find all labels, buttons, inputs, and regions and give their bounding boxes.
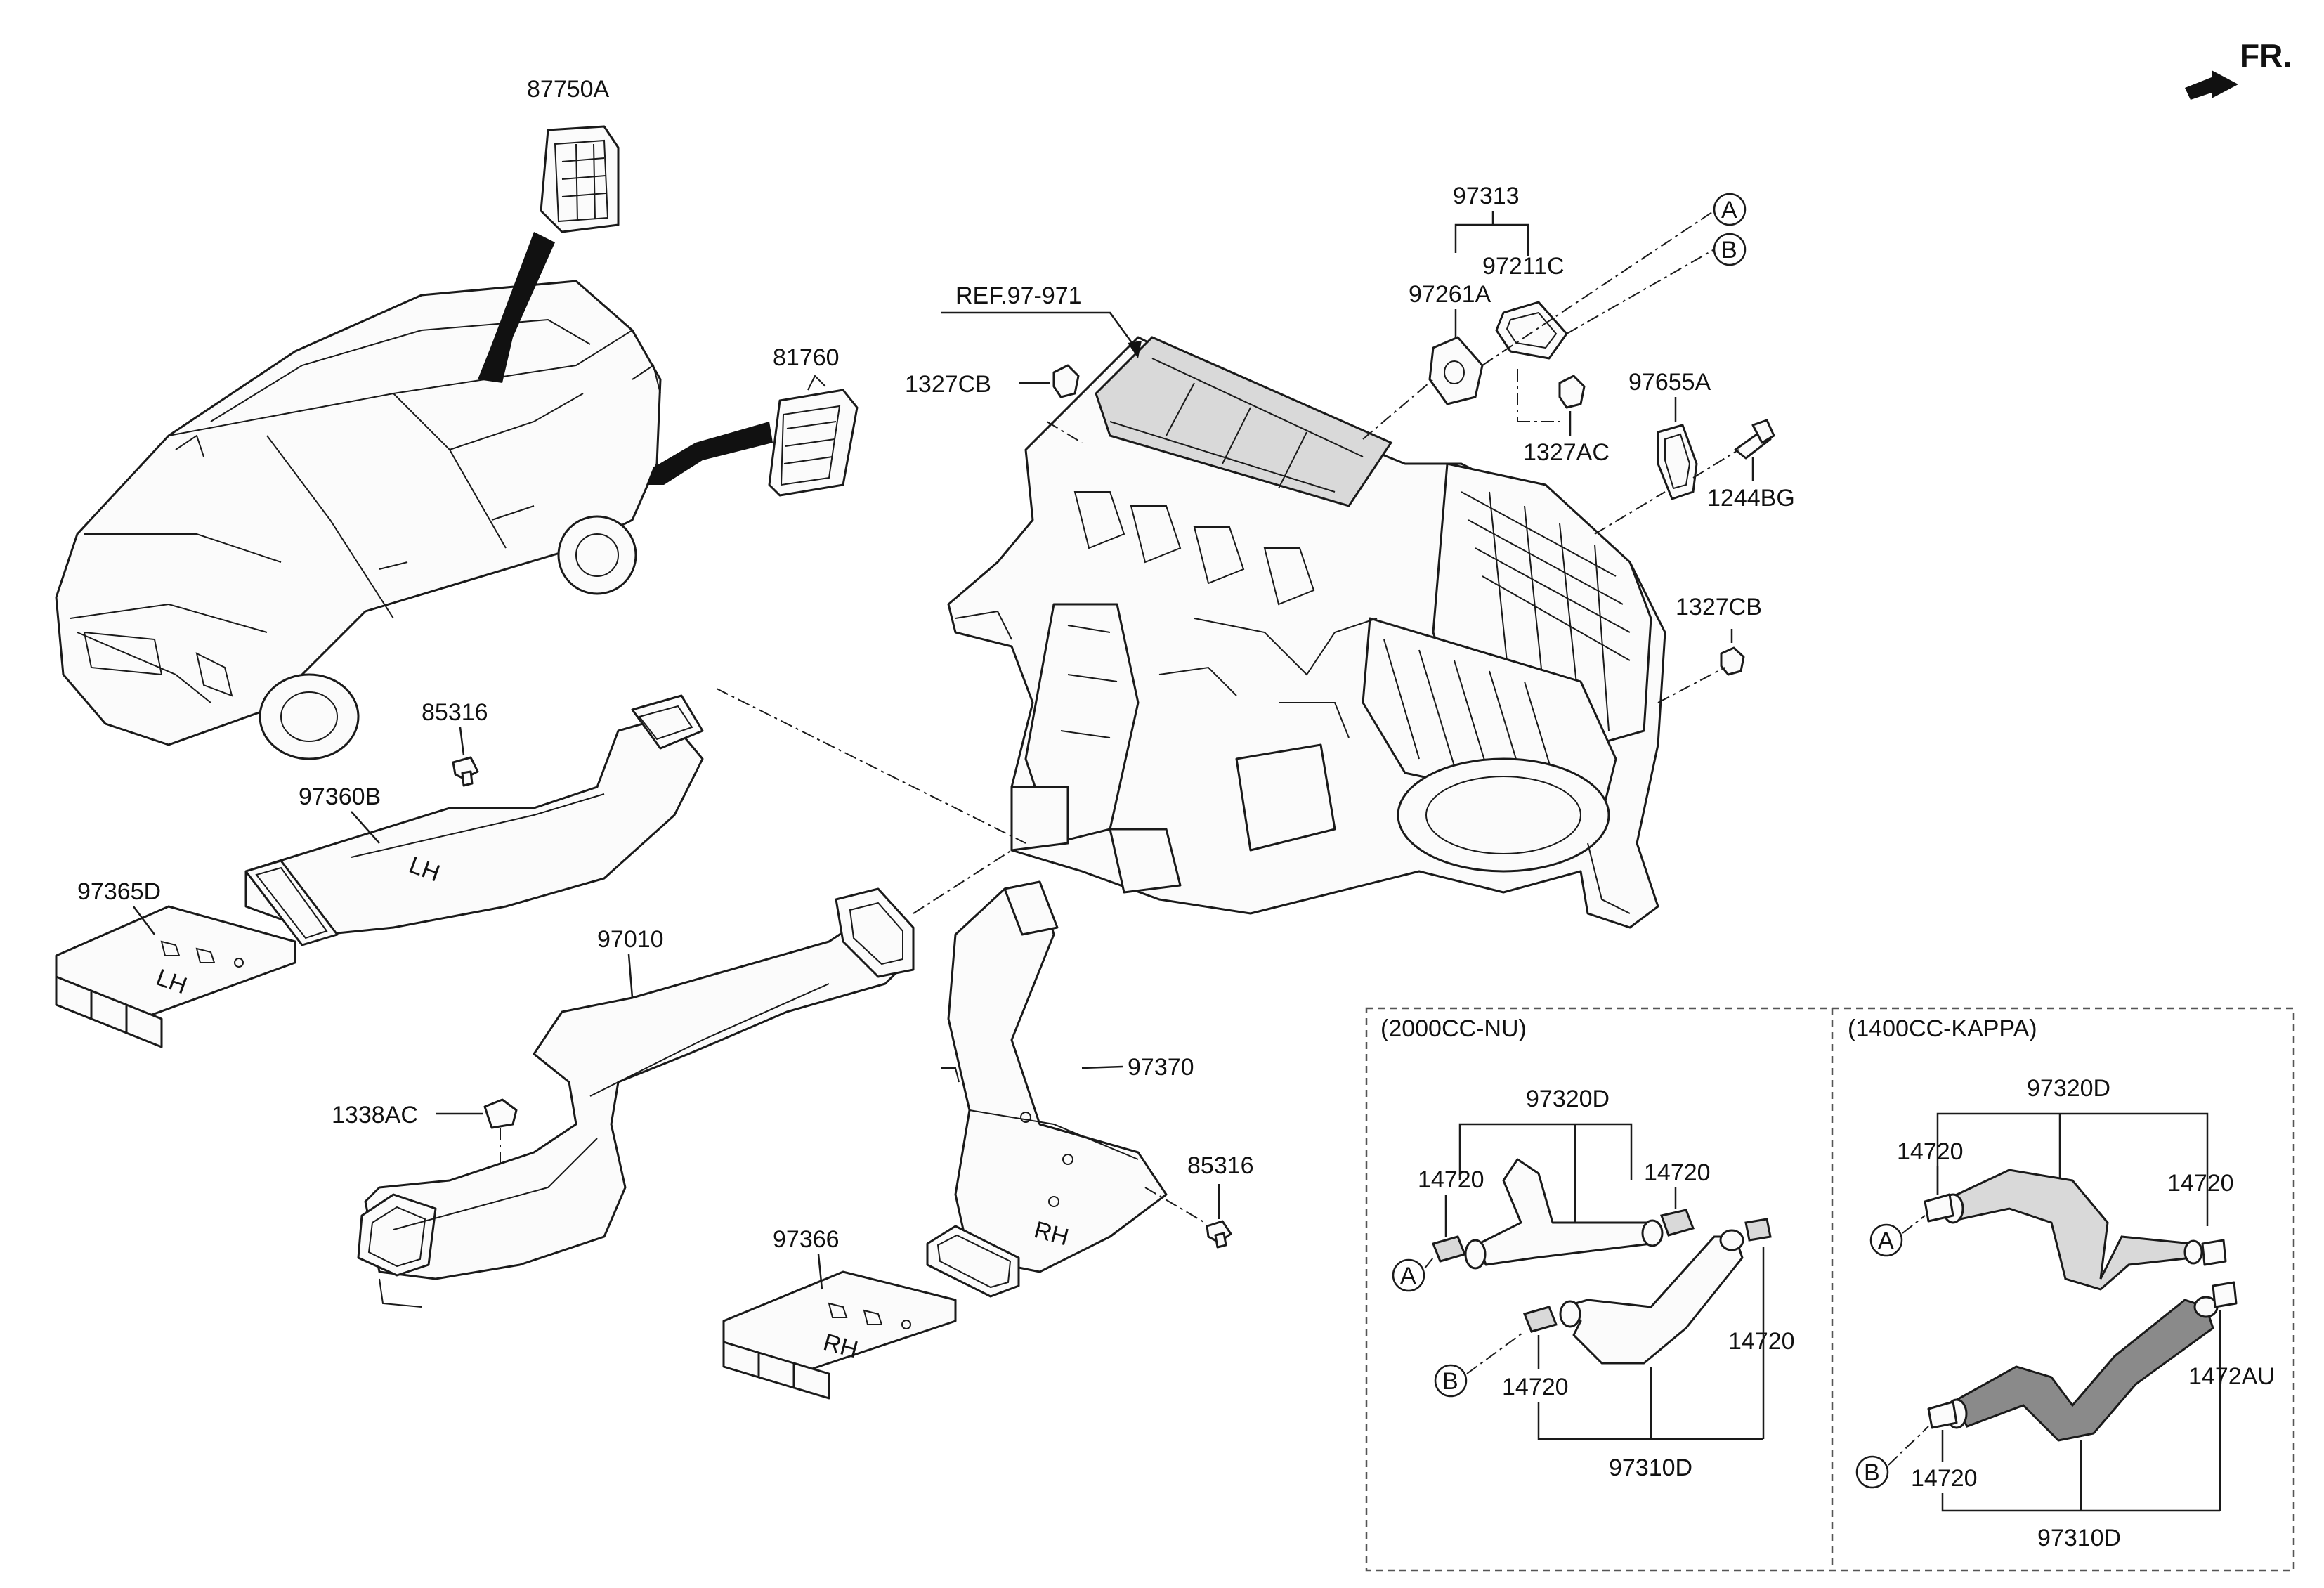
- reference-callout: REF.97-971: [941, 282, 1142, 358]
- part-label-85316-left: 85316: [422, 699, 488, 726]
- part-label-97010: 97010: [597, 926, 664, 953]
- part-label-85316-right: 85316: [1187, 1152, 1254, 1179]
- panel-1400-callout-b: [1855, 1455, 1889, 1489]
- fastener-1327AC: 1327AC: [1523, 375, 1610, 466]
- screw-85316-left: 85316: [422, 699, 488, 787]
- svg-text:A: A: [1878, 1228, 1894, 1254]
- front-direction-indicator: FR.: [2185, 37, 2292, 100]
- rear-extractor-pointer: [646, 422, 773, 485]
- part-label-97211C: 97211C: [1482, 253, 1565, 280]
- connection-lines: [716, 210, 1739, 914]
- bolt-1244BG: 1244BG: [1707, 419, 1795, 512]
- gasket-97211C: 97211C: [1482, 253, 1568, 360]
- panel-2000-clamp-lower-left-label: 14720: [1502, 1374, 1569, 1400]
- front-arrow-icon: [2185, 70, 2238, 100]
- front-direction-label: FR.: [2240, 37, 2292, 74]
- part-label-1327CB-right: 1327CB: [1676, 594, 1762, 620]
- main-duct-97010: 97010: [357, 887, 915, 1308]
- panel-1400-callout-a: [1869, 1223, 1903, 1257]
- part-label-81760: 81760: [773, 344, 840, 371]
- part-label-1338AC: 1338AC: [332, 1102, 418, 1128]
- reference-label: REF.97-971: [955, 282, 1082, 309]
- rear-duct-97360B: LH 97360B: [244, 694, 704, 946]
- panel-2000-callout-b: [1434, 1364, 1468, 1398]
- panel-2000cc-nu: (2000CC-NU) 97320D 14720 14720 A 14720 1…: [1380, 1015, 1795, 1481]
- rear-extractor-81760: 81760: [646, 344, 859, 497]
- panel-1400-title: (1400CC-KAPPA): [1848, 1015, 2037, 1042]
- svg-text:A: A: [1400, 1263, 1416, 1289]
- callout-b-top: B: [1713, 233, 1747, 266]
- svg-text:A: A: [1721, 197, 1737, 223]
- panel-1400-upper-hose-label: 97320D: [2027, 1075, 2110, 1102]
- roof-vent-pointer: [478, 232, 555, 383]
- part-label-97261A: 97261A: [1409, 281, 1491, 308]
- panel-1400cc-kappa: (1400CC-KAPPA) 97320D 14720 14720 A 1472…: [1848, 1015, 2275, 1551]
- svg-text:B: B: [1721, 237, 1737, 263]
- panel-2000-clamp-lower-right-label: 14720: [1728, 1328, 1795, 1355]
- seal-97655A: 97655A: [1628, 369, 1711, 500]
- callout-a-top: A: [1713, 193, 1747, 226]
- part-label-97366: 97366: [773, 1226, 840, 1253]
- panel-2000-title: (2000CC-NU): [1380, 1015, 1527, 1042]
- svg-text:B: B: [1864, 1459, 1880, 1486]
- part-label-97370: 97370: [1128, 1054, 1194, 1081]
- panel-2000-callout-a: [1392, 1258, 1425, 1292]
- gasket-97261A: 97261A: [1409, 281, 1491, 405]
- part-label-97365D: 97365D: [77, 878, 161, 905]
- panel-2000-upper-hose-label: 97320D: [1526, 1086, 1610, 1112]
- roof-vent-87750A: 87750A: [478, 76, 620, 383]
- floor-duct-97365D: LH 97365D: [55, 878, 296, 1048]
- part-label-97313: 97313: [1453, 183, 1520, 209]
- bracket-97313: 97313: [1453, 183, 1529, 256]
- floor-duct-97366: RH 97366: [722, 1226, 957, 1400]
- panel-1400-clamp-lower-label: 14720: [1911, 1465, 1978, 1492]
- panel-2000-lower-hose-label: 97310D: [1609, 1454, 1692, 1481]
- panel-1400-clamp-left-label: 14720: [1897, 1138, 1964, 1165]
- part-label-97360B: 97360B: [299, 783, 381, 810]
- screw-85316-right: 85316: [1144, 1152, 1254, 1249]
- hvac-unit-assembly: [947, 336, 1666, 929]
- panel-1400-clamp-lower-right-label: 1472AU: [2188, 1363, 2275, 1390]
- panel-1400-lower-hose-label: 97310D: [2037, 1525, 2121, 1551]
- clip-1338AC: 1338AC: [332, 1098, 518, 1166]
- part-label-1327CB-top: 1327CB: [905, 371, 991, 398]
- part-label-1244BG: 1244BG: [1707, 485, 1795, 512]
- part-label-1327AC: 1327AC: [1523, 439, 1610, 466]
- vehicle-illustration: [55, 280, 662, 760]
- engine-options-panel: [1365, 1007, 2295, 1572]
- part-label-87750A: 87750A: [527, 76, 610, 103]
- panel-2000-clamp-left-label: 14720: [1418, 1166, 1484, 1193]
- fastener-1327CB-top: 1327CB: [905, 364, 1080, 398]
- panel-1400-clamp-right-label: 14720: [2167, 1170, 2234, 1197]
- panel-2000-clamp-right-label: 14720: [1644, 1159, 1711, 1186]
- svg-text:B: B: [1442, 1368, 1458, 1395]
- part-label-97655A: 97655A: [1628, 369, 1711, 396]
- fastener-1327CB-right: 1327CB: [1676, 594, 1762, 676]
- rear-duct-97370: RH 97370: [926, 880, 1194, 1298]
